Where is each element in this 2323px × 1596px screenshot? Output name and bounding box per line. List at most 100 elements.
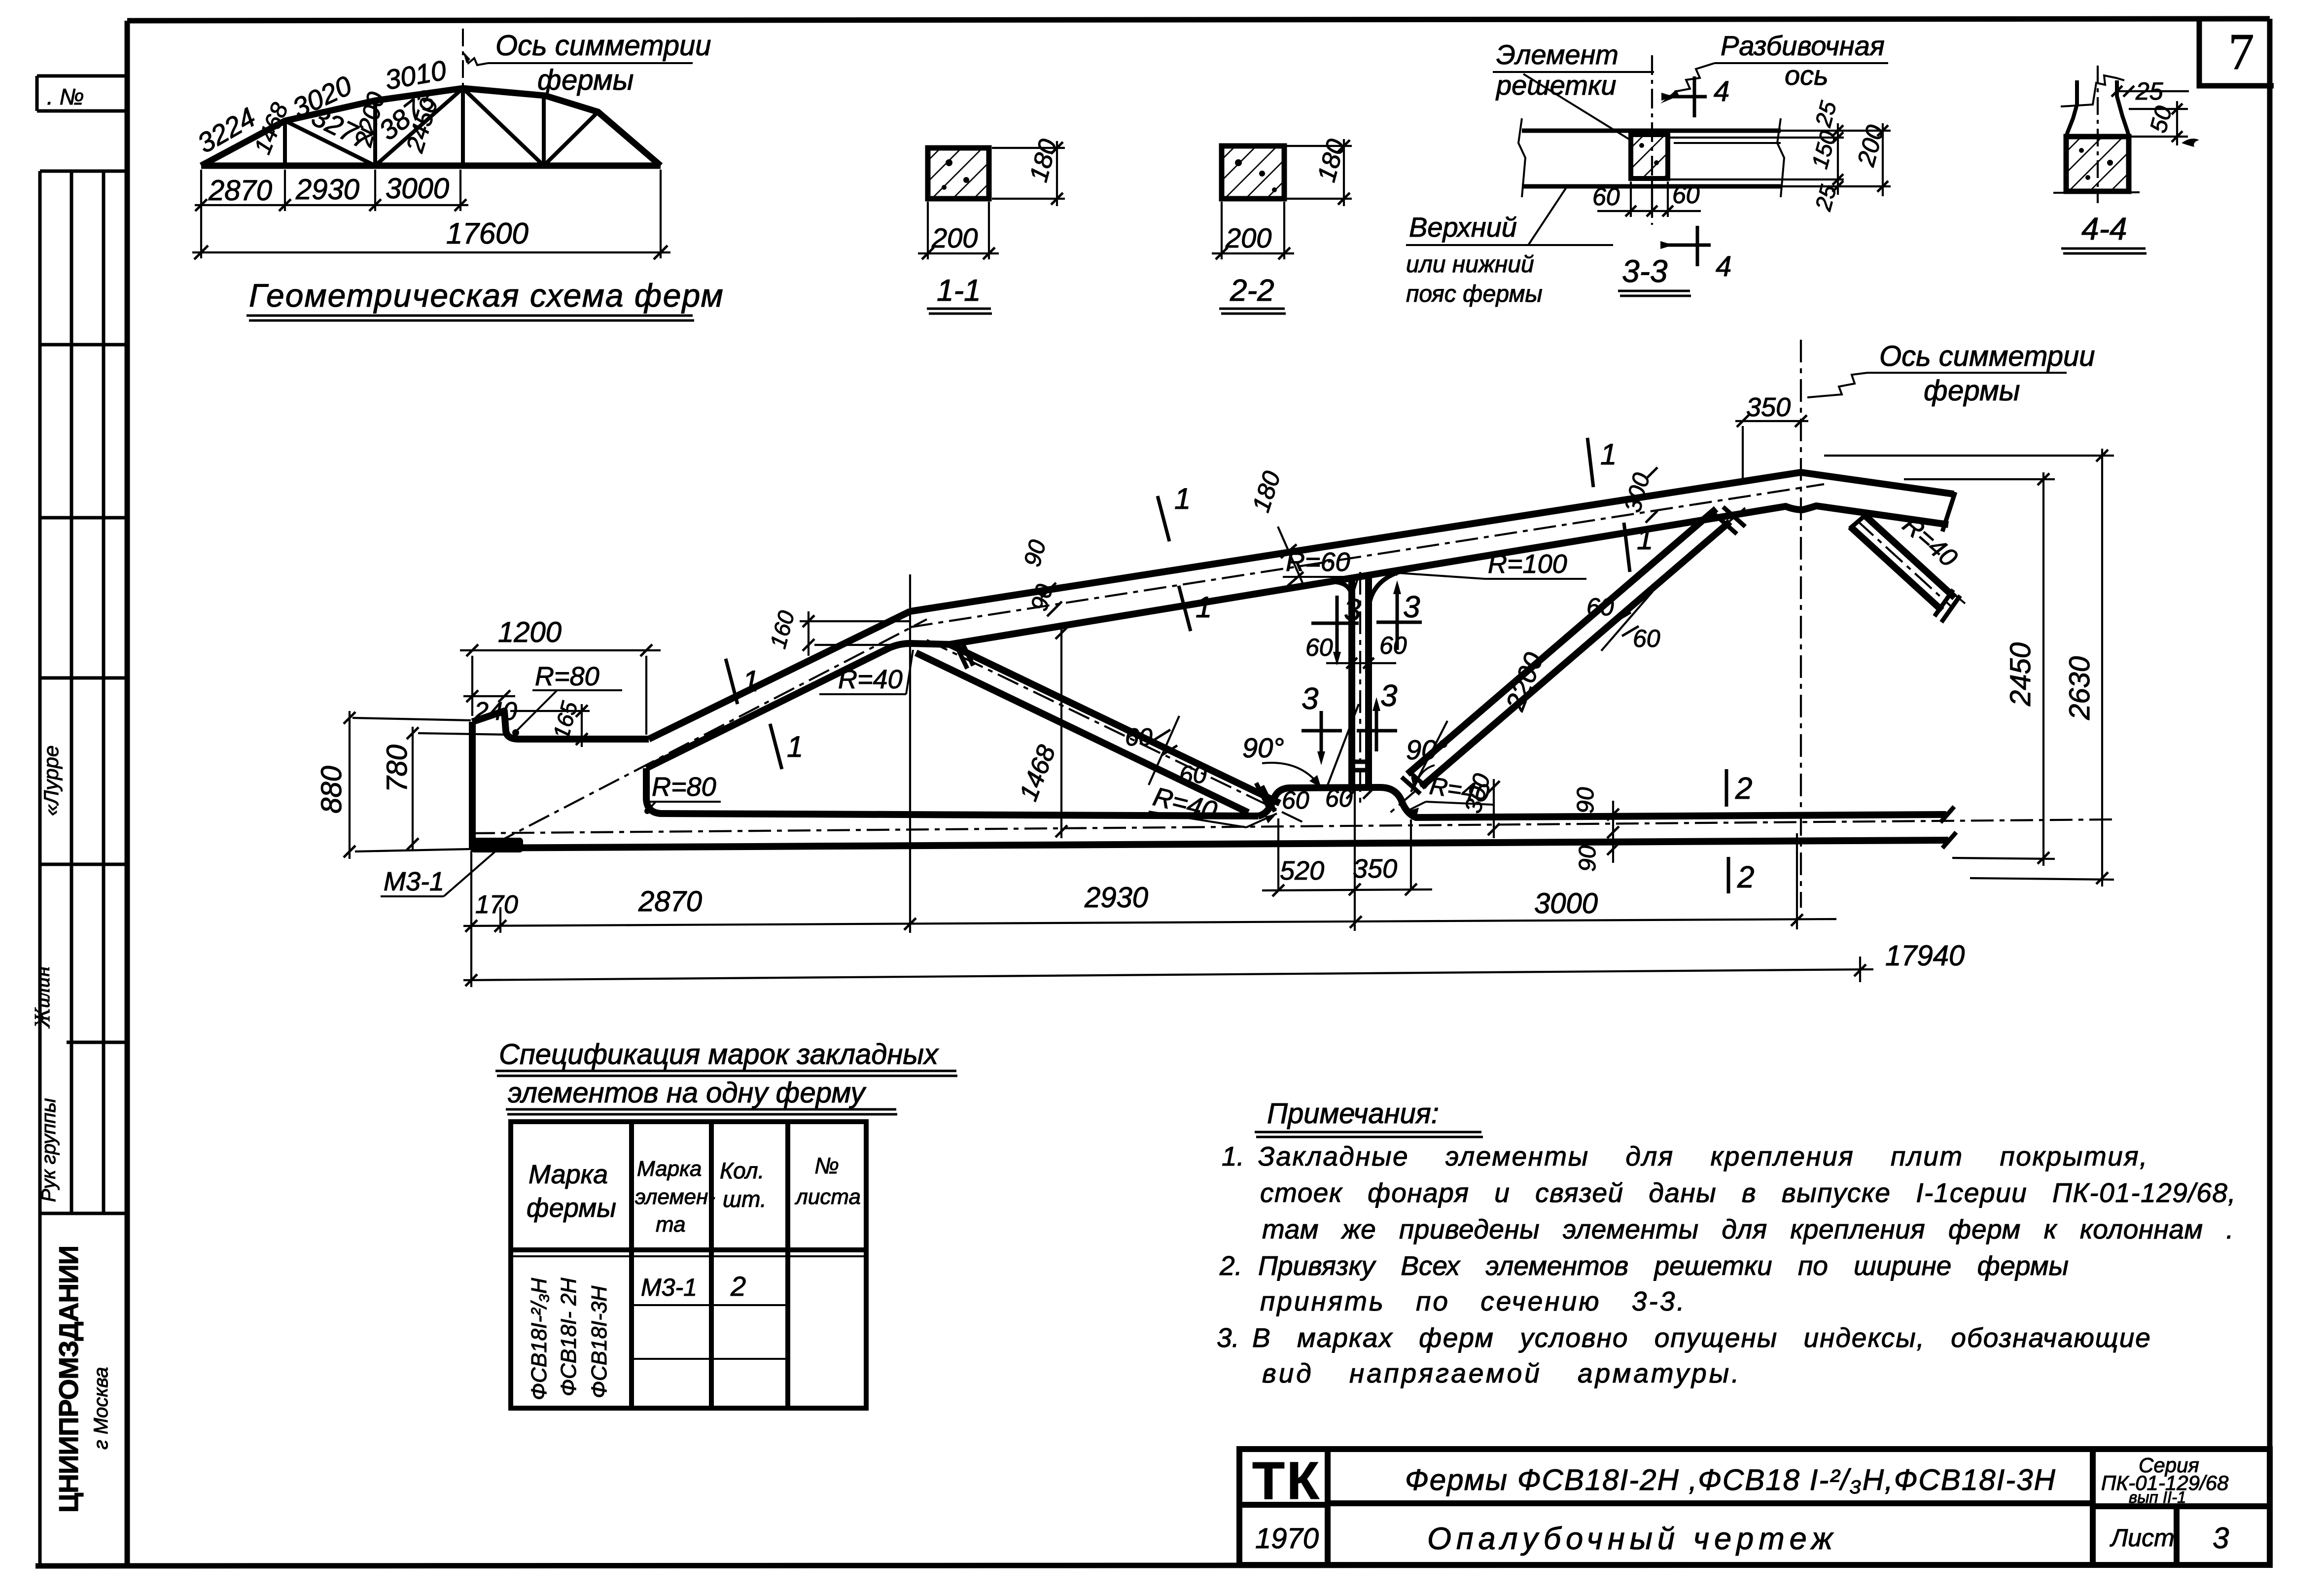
- svg-text:60: 60: [1125, 723, 1153, 751]
- svg-text:1: 1: [1637, 523, 1653, 556]
- svg-text:2870: 2870: [208, 175, 272, 207]
- svg-text:ЦНИИПРОМЗДАНИИ: ЦНИИПРОМЗДАНИИ: [53, 1246, 84, 1513]
- svg-text:Лист: Лист: [2110, 1524, 2175, 1552]
- svg-text:г Москва: г Москва: [90, 1367, 112, 1450]
- svg-text:17940: 17940: [1885, 940, 1965, 972]
- svg-text:200: 200: [1225, 222, 1271, 253]
- svg-text:2: 2: [1735, 772, 1752, 806]
- svg-text:520: 520: [1280, 856, 1324, 886]
- svg-text:ФСВ18I- 2Н: ФСВ18I- 2Н: [557, 1277, 581, 1396]
- svg-text:90: 90: [1573, 787, 1599, 814]
- svg-text:R=80: R=80: [652, 772, 716, 802]
- svg-text:Опалубочный чертеж: Опалубочный чертеж: [1427, 1522, 1837, 1556]
- svg-text:фермы: фермы: [527, 1193, 616, 1223]
- svg-text:Разбивочная: Разбивочная: [1721, 30, 1885, 61]
- svg-text:17600: 17600: [446, 217, 528, 250]
- svg-text:60: 60: [1325, 784, 1353, 812]
- svg-text:ФСВ18I-3Н: ФСВ18I-3Н: [587, 1286, 611, 1398]
- svg-text:350: 350: [1353, 854, 1397, 884]
- svg-text:М3-1: М3-1: [641, 1274, 697, 1301]
- svg-text:2.: 2.: [1219, 1250, 1242, 1281]
- svg-text:1: 1: [1196, 591, 1212, 624]
- svg-text:ось: ось: [1785, 60, 1829, 91]
- svg-text:4-4: 4-4: [2081, 211, 2127, 247]
- svg-text:2870: 2870: [638, 886, 702, 918]
- svg-text:2: 2: [1737, 860, 1754, 894]
- svg-text:Марка: Марка: [528, 1160, 608, 1189]
- svg-text:ТК: ТК: [1252, 1451, 1321, 1510]
- svg-text:3.: 3.: [1217, 1322, 1239, 1353]
- svg-text:240: 240: [474, 697, 517, 726]
- svg-text:350: 350: [1746, 392, 1791, 422]
- svg-text:R=100: R=100: [1488, 549, 1567, 579]
- svg-text:пояс фермы: пояс фермы: [1406, 281, 1543, 307]
- svg-text:фермы: фермы: [537, 64, 634, 96]
- svg-text:шт.: шт.: [723, 1186, 767, 1212]
- svg-text:2-2: 2-2: [1230, 274, 1274, 308]
- svg-text:3000: 3000: [386, 173, 449, 205]
- svg-text:180: 180: [1247, 468, 1286, 516]
- svg-text:150: 150: [1806, 128, 1841, 172]
- svg-text:25: 25: [2135, 77, 2163, 105]
- svg-text:Фермы ФСВ18І-2Н ,ФСВ18 І-²/₃Н,: Фермы ФСВ18І-2Н ,ФСВ18 І-²/₃Н,ФСВ18І-3Н: [1405, 1463, 2056, 1496]
- svg-text:3: 3: [1302, 682, 1318, 716]
- svg-text:или нижний: или нижний: [1406, 251, 1534, 278]
- svg-text:стоек фонаря и связей даны: стоек фонаря и связей даны в выпуске I-1…: [1260, 1177, 2236, 1208]
- svg-text:60: 60: [1633, 625, 1660, 652]
- svg-text:780: 780: [381, 745, 413, 792]
- svg-text:300: 300: [1619, 470, 1655, 515]
- svg-text:200: 200: [931, 222, 978, 253]
- svg-text:165: 165: [548, 699, 582, 742]
- svg-text:«Лурре: «Лурре: [39, 745, 63, 816]
- svg-text:3-3: 3-3: [1622, 253, 1668, 289]
- svg-text:160: 160: [765, 608, 799, 651]
- svg-text:60: 60: [1672, 181, 1700, 209]
- svg-text:Марка: Марка: [637, 1157, 702, 1181]
- svg-text:листа: листа: [794, 1185, 861, 1209]
- svg-text:7: 7: [2228, 23, 2254, 80]
- svg-text:3000: 3000: [1534, 887, 1598, 920]
- svg-text:60: 60: [1586, 593, 1614, 621]
- svg-text:1: 1: [787, 730, 803, 763]
- svg-text:ПК-01-129/68: ПК-01-129/68: [2101, 1471, 2229, 1494]
- svg-text:3: 3: [1403, 590, 1420, 624]
- svg-text:90: 90: [1019, 537, 1051, 569]
- svg-text:вып ІІ-1: вып ІІ-1: [2129, 1488, 2186, 1506]
- svg-text:R=60: R=60: [1286, 547, 1350, 577]
- svg-text:R=40: R=40: [1150, 781, 1220, 826]
- svg-text:Верхний: Верхний: [1409, 212, 1517, 243]
- svg-text:3: 3: [2213, 1522, 2229, 1555]
- svg-text:1: 1: [742, 665, 759, 698]
- svg-text:170: 170: [475, 890, 518, 919]
- svg-text:вид напрягаемой арматуры.: вид напрягаемой арматуры.: [1262, 1358, 1741, 1388]
- svg-text:2930: 2930: [1084, 882, 1148, 914]
- svg-text:25: 25: [1810, 98, 1841, 130]
- svg-text:3: 3: [1380, 679, 1397, 713]
- svg-text:В марках ферм условно опущ: В марках ферм условно опущены индексы, о…: [1252, 1322, 2151, 1353]
- svg-text:2930: 2930: [295, 174, 359, 206]
- svg-text:1.: 1.: [1222, 1141, 1244, 1171]
- svg-text:2450: 2450: [2005, 642, 2037, 707]
- svg-text:1: 1: [1600, 438, 1617, 471]
- svg-text:. №: . №: [47, 84, 84, 109]
- svg-text:М3-1: М3-1: [384, 867, 444, 896]
- svg-text:1-1: 1-1: [937, 274, 981, 308]
- svg-text:ФСВ18I-²/₃Н: ФСВ18I-²/₃Н: [527, 1278, 551, 1400]
- svg-text:4: 4: [1714, 75, 1729, 107]
- svg-text:Рук группы: Рук группы: [38, 1098, 60, 1202]
- svg-text:там же приведены элементы д: там же приведены элементы для крепления …: [1262, 1214, 2234, 1244]
- svg-text:Кол.: Кол.: [720, 1158, 764, 1183]
- svg-text:60: 60: [1592, 183, 1620, 211]
- svg-text:3: 3: [1344, 593, 1361, 627]
- svg-text:4: 4: [1716, 250, 1731, 283]
- svg-text:R=40: R=40: [838, 665, 903, 694]
- svg-text:Элемент: Элемент: [1496, 39, 1619, 70]
- svg-text:60: 60: [1305, 634, 1333, 661]
- svg-text:Ось симметрии: Ось симметрии: [1879, 340, 2095, 372]
- svg-text:Геометрическая схема ферм: Геометрическая схема ферм: [249, 277, 724, 314]
- svg-text:Жилин: Жилин: [30, 966, 54, 1029]
- svg-text:Ось симметрии: Ось симметрии: [495, 30, 711, 62]
- svg-text:60: 60: [1282, 786, 1309, 814]
- svg-text:Серия: Серия: [2139, 1454, 2199, 1477]
- svg-text:принять по сечению 3-3.: принять по сечению 3-3.: [1260, 1286, 1687, 1316]
